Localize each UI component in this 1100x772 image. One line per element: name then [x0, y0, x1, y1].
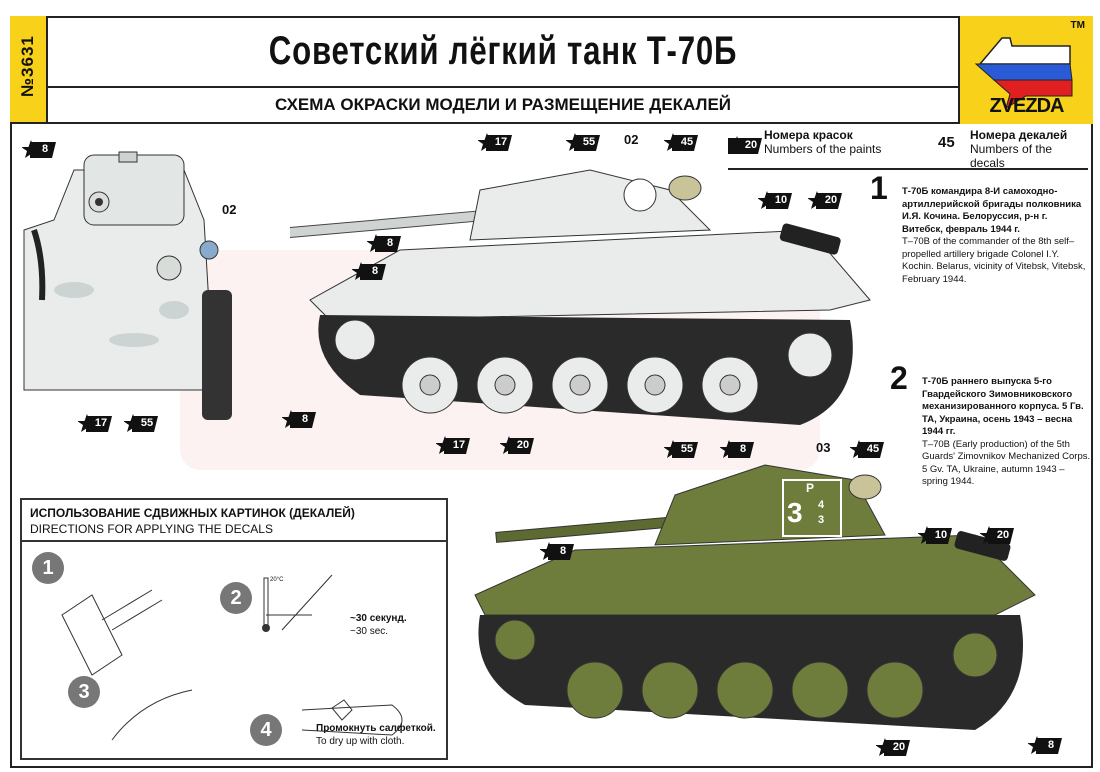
paint-callout-tank2: 45 [850, 440, 884, 460]
paint-callout-front: 8 [282, 410, 316, 430]
kit-number-strip: №3631 [10, 16, 48, 124]
paint-callout-front: 55 [124, 414, 158, 434]
tank-2-decal-label: 03 [816, 440, 831, 455]
tank-2-side-view [474, 464, 1036, 730]
front-view-tank [23, 151, 232, 420]
tank-1-decal-label: 02 [624, 132, 639, 147]
paint-callout-tank1: 55 [566, 133, 600, 153]
page-frame [10, 16, 1093, 768]
step-2-badge: 2 [220, 582, 252, 614]
decal-application-illustrations [61, 574, 403, 741]
paint-callout-front: 8 [22, 140, 56, 160]
paint-callout-tank1: 8 [367, 234, 401, 254]
paint-callout-tank2: 8 [720, 440, 754, 460]
directions-divider [22, 540, 446, 542]
page-subtitle: СХЕМА ОКРАСКИ МОДЕЛИ И РАЗМЕЩЕНИЕ ДЕКАЛЕ… [48, 86, 958, 122]
step-3-badge: 3 [68, 676, 100, 708]
paint-callout-tank1: 17 [436, 436, 470, 456]
zvezda-logo: TM ZVEZDA [958, 16, 1093, 124]
trademark: TM [1070, 20, 1085, 31]
page-title: Советский лёгкий танк Т-70Б [268, 28, 738, 73]
decal-directions-panel: ИСПОЛЬЗОВАНИЕ СДВИЖНЫХ КАРТИНОК (ДЕКАЛЕЙ… [20, 498, 448, 760]
paint-callout-sample: 20 [728, 136, 762, 156]
paint-callout-tank2: 20 [980, 526, 1014, 546]
paint-callout-tank1: 45 [664, 133, 698, 153]
front-decal-label: 02 [222, 202, 237, 217]
paint-callout-tank1: 10 [758, 191, 792, 211]
paint-callout-tank2: 8 [540, 542, 574, 562]
paint-callout-tank1: 20 [808, 191, 842, 211]
paint-callout-front: 17 [78, 414, 112, 434]
paint-callout-tank1: 8 [352, 262, 386, 282]
temperature-label: 20°C [270, 577, 284, 583]
variant-2-description: 2 Т-70Б раннего выпуска 5-го Гвардейског… [890, 360, 1091, 487]
flag-star-icon [974, 37, 1073, 110]
dry-note: Промокнуть салфеткой.To dry up with clot… [316, 723, 436, 747]
paint-callout-tank2: 20 [876, 738, 910, 758]
paint-callout-tank1: 17 [478, 133, 512, 153]
directions-title-ru: ИСПОЛЬЗОВАНИЕ СДВИЖНЫХ КАРТИНОК (ДЕКАЛЕЙ… [30, 506, 355, 520]
header-divider [10, 122, 1093, 124]
paint-callout-tank2: 8 [1028, 736, 1062, 756]
tank-2-turret-marking: Р 3 4 3 [782, 479, 842, 537]
step-4-badge: 4 [250, 714, 282, 746]
tank-1-side-view [290, 169, 871, 425]
logo-text: ZVEZDA [989, 95, 1065, 117]
paint-callout-tank1: 20 [500, 436, 534, 456]
paint-callout-tank2: 10 [918, 526, 952, 546]
variant-1-description: 1 Т-70Б командира 8-И самоходно-артиллер… [870, 170, 1086, 285]
paint-callout-tank2: 55 [664, 440, 698, 460]
decal-sample: 45 [938, 134, 955, 151]
soak-note: ~30 секунд.~30 sec. [350, 613, 407, 637]
kit-number: №3631 [18, 35, 37, 97]
step-1-badge: 1 [32, 552, 64, 584]
directions-title-en: DIRECTIONS FOR APPLYING THE DECALS [30, 522, 273, 536]
